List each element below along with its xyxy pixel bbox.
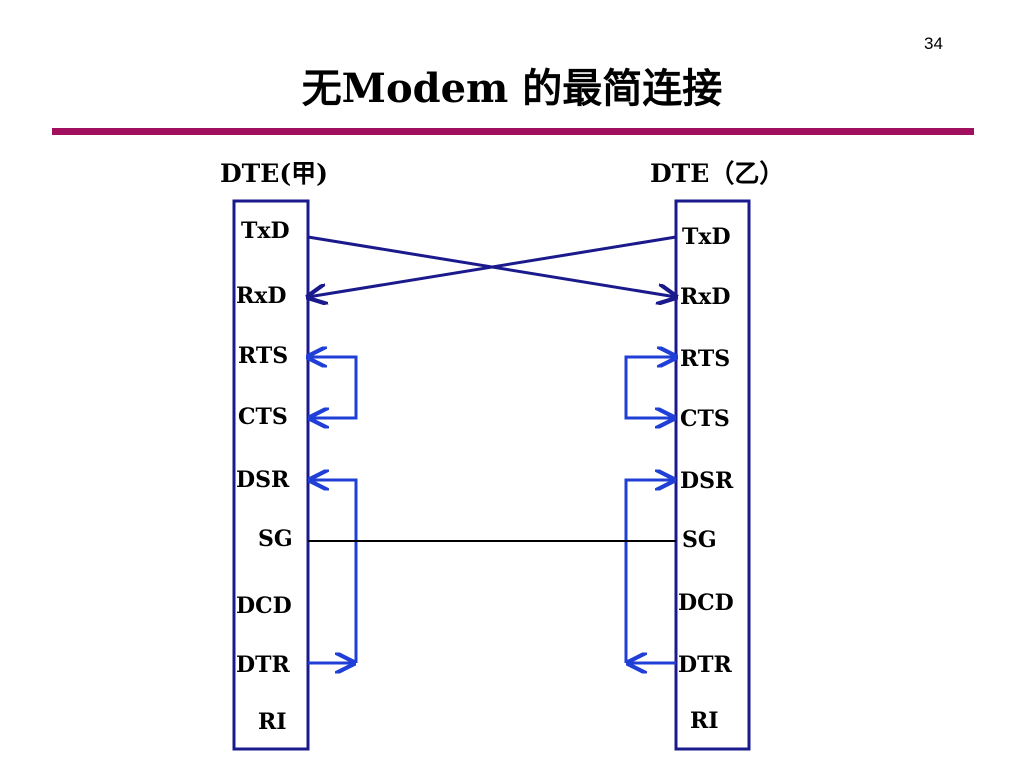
right-dte-label: DTE（乙） [650, 159, 785, 188]
right-pin-rxd: RxD [680, 284, 730, 310]
right-pin-cts: CTS [680, 406, 730, 432]
left-pin-list: TxD RxD RTS CTS DSR SG DCD DTR RI [236, 218, 293, 735]
right-pin-ri: RI [690, 708, 719, 734]
right-pin-txd: TxD [682, 224, 731, 250]
wire-right-txd-to-left-rxd [308, 235, 677, 297]
right-pin-dsr: DSR [680, 468, 734, 494]
left-pin-cts: CTS [238, 404, 288, 430]
left-pin-ri: RI [258, 709, 287, 735]
wire-left-rts-cts-loopback [308, 357, 358, 418]
left-pin-dtr: DTR [236, 652, 290, 678]
slide-title: 无Modem 的最简连接 [301, 65, 723, 112]
title-divider [52, 128, 974, 135]
right-pin-dcd: DCD [678, 590, 734, 616]
left-pin-rts: RTS [238, 343, 288, 369]
page-number: 34 [924, 34, 943, 53]
right-pin-sg: SG [682, 527, 717, 553]
left-dte-label: DTE(甲) [220, 159, 328, 188]
wire-left-dsr-loop [310, 480, 358, 663]
left-pin-dcd: DCD [236, 593, 292, 619]
wire-right-dsr-loop [624, 480, 674, 663]
right-pin-list: TxD RxD RTS CTS DSR SG DCD DTR RI [678, 224, 734, 734]
right-pin-dtr: DTR [678, 652, 732, 678]
wire-right-rts-cts-loopback [624, 357, 676, 418]
wire-group [308, 235, 677, 663]
left-pin-rxd: RxD [236, 283, 286, 309]
left-pin-dsr: DSR [236, 467, 290, 493]
left-pin-txd: TxD [241, 218, 290, 244]
right-pin-rts: RTS [680, 346, 730, 372]
left-pin-sg: SG [258, 526, 293, 552]
